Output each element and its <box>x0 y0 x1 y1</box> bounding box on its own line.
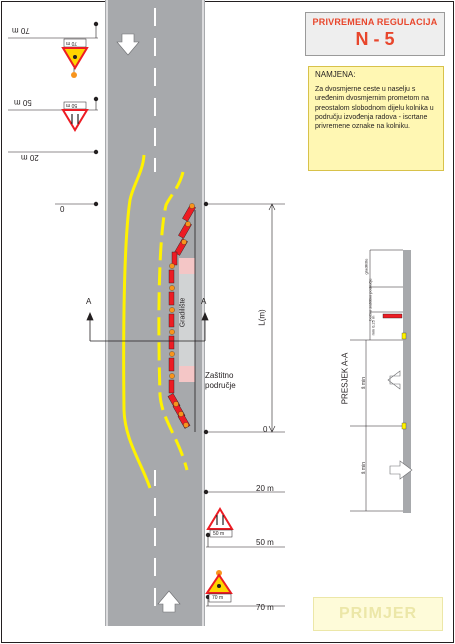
distance-label-50m-left: 50 m <box>14 98 32 107</box>
section-line-a-a <box>86 311 209 342</box>
section-arrow-left-icon <box>387 370 401 390</box>
distance-marker-dots-right <box>203 201 211 600</box>
purpose-description: Za dvosmjerne ceste u naselju s uređenim… <box>315 86 434 131</box>
distance-label-70m-right: 70 m <box>256 603 274 612</box>
regulation-title-box: PRIVREMENA REGULACIJA N - 5 <box>305 12 445 56</box>
distance-label-50m-right: 50 m <box>256 538 274 547</box>
section-dim-min-025: min 0,25 m <box>370 315 376 336</box>
sign-plate-label-70m-bottom: 70 m <box>212 595 224 601</box>
direction-arrow-up-icon <box>157 590 181 613</box>
section-dim-width-1: š min <box>360 377 367 389</box>
length-dimension <box>268 203 276 433</box>
regulation-title: PRIVREMENA REGULACIJA <box>312 17 438 27</box>
example-stamp: PRIMJER <box>313 597 443 631</box>
section-arrow-right-icon <box>389 460 413 480</box>
two-way-traffic-sign-50m-top-icon <box>61 101 89 132</box>
length-label: L(m) <box>257 309 267 326</box>
two-way-traffic-sign-50m-bottom-icon <box>206 507 234 538</box>
distance-label-20m-left: 20 m <box>21 153 39 162</box>
section-road-profile <box>403 250 411 513</box>
distance-label-20m-right: 20 m <box>256 484 274 493</box>
worksite-zone <box>179 210 196 432</box>
section-marker-left: A <box>86 297 92 306</box>
protection-zone-label: Zaštitno područje <box>205 371 236 390</box>
sign-plate-label-50m-bottom: 50 m <box>213 531 225 537</box>
section-barrier-plank <box>382 313 403 319</box>
road-edge-lines <box>106 0 204 626</box>
roadworks-sign-70m-bottom-icon <box>205 570 233 603</box>
cross-section-drawing <box>350 249 413 513</box>
section-marker-right: A <box>201 297 207 306</box>
direction-arrow-down-icon <box>116 33 140 56</box>
section-title: PRESJEK A-A <box>340 352 350 405</box>
distance-label-0-left: 0 <box>60 205 65 214</box>
section-dim-width-2: š min <box>360 462 367 474</box>
sign-plate-label-50m-top: 50 m <box>66 102 78 108</box>
worksite-label: Gradilište <box>179 297 187 328</box>
example-label: PRIMJER <box>338 605 418 622</box>
regulation-code: N - 5 <box>355 29 395 49</box>
purpose-box: NAMJENA: Za dvosmjerne ceste u naselju s… <box>308 66 444 171</box>
section-dim-side-protection: bočno zaštitno područje <box>367 278 373 321</box>
roadworks-sign-70m-top-icon <box>61 38 89 78</box>
distance-label-0-right: 0 <box>263 425 268 434</box>
warning-lamps <box>169 203 195 428</box>
sign-plate-label-70m-top: 70 m <box>66 40 78 46</box>
purpose-heading: NAMJENA: <box>315 70 356 79</box>
temporary-yellow-marking <box>122 154 189 489</box>
distance-label-70m-left: 70 m <box>12 26 30 35</box>
distance-marker-dots-left <box>93 21 99 207</box>
section-dim-worksite: gradilište <box>363 258 369 275</box>
